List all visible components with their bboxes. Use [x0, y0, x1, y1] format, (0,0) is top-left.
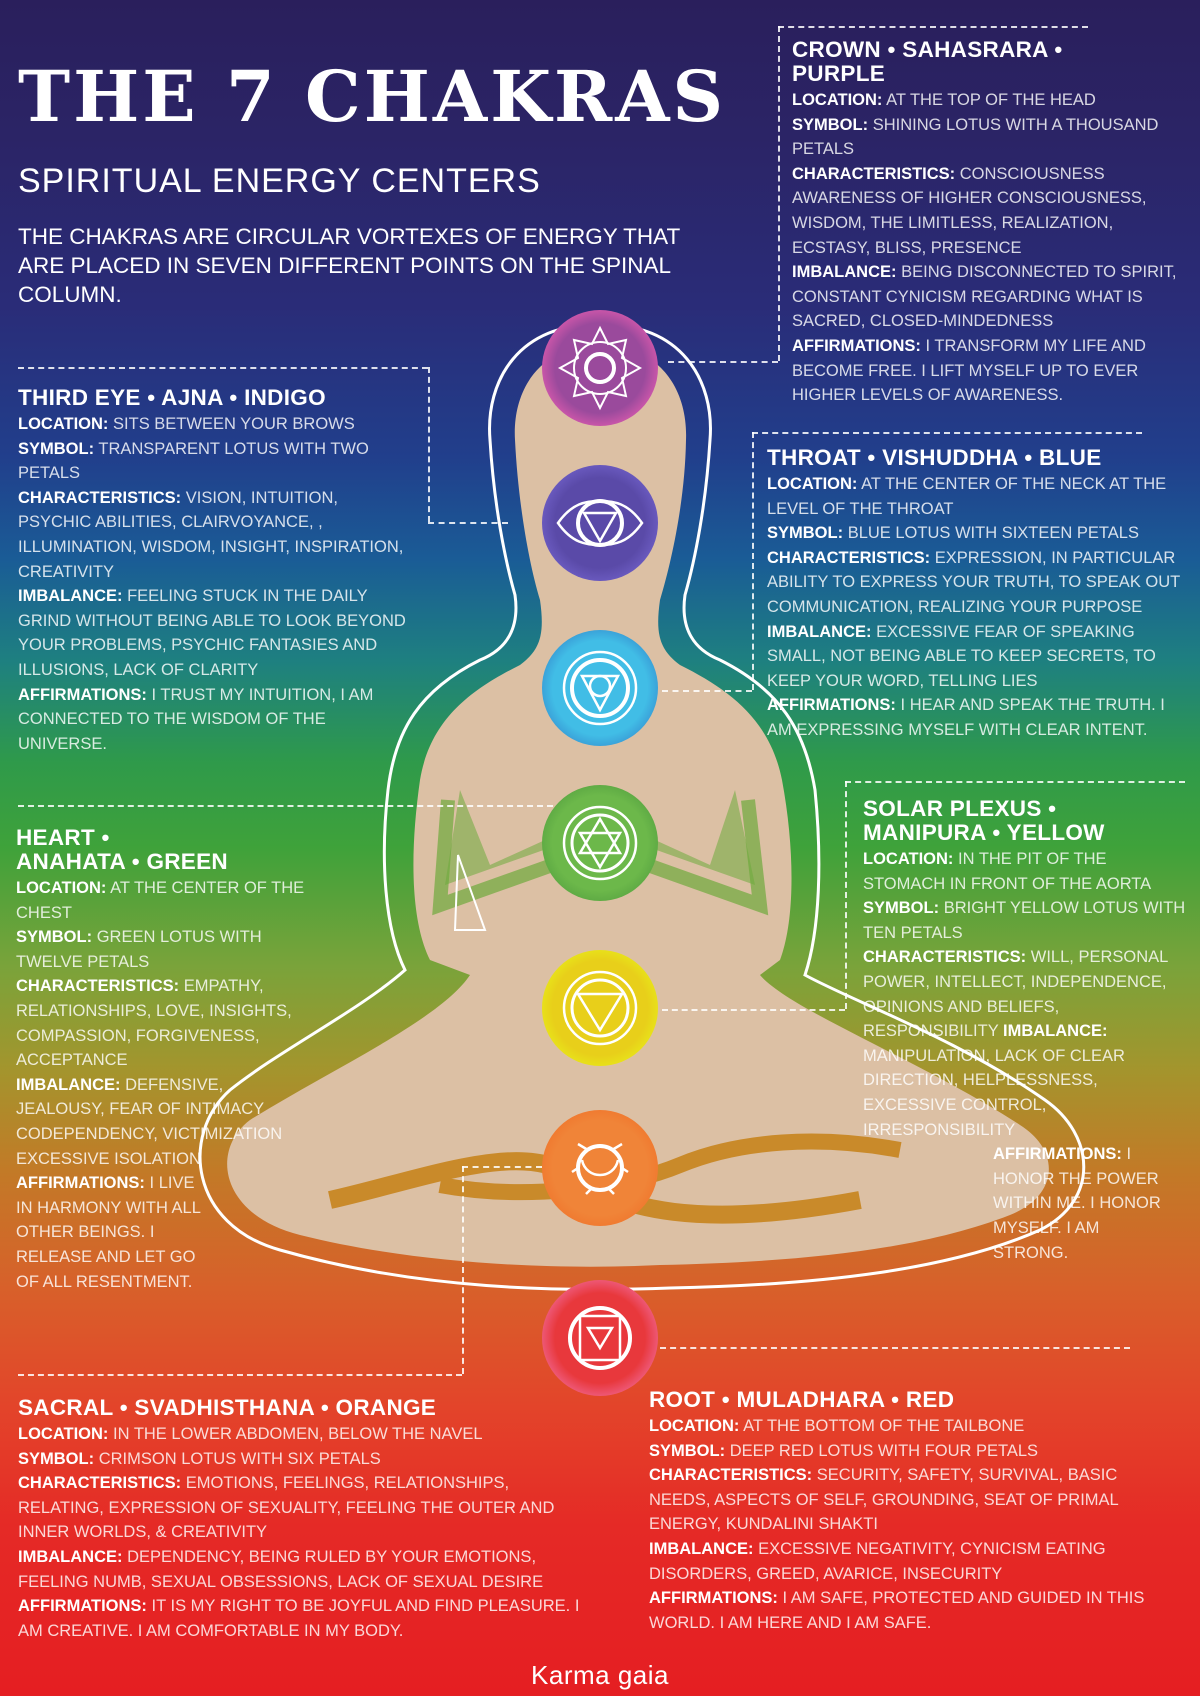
solar-plexus-affirmations: AFFIRMATIONS: I HONOR THE POWER WITHIN M…	[993, 1145, 1161, 1262]
heart-section: HEART •ANAHATA • GREEN LOCATION: AT THE …	[16, 826, 316, 1294]
crown-affirmations: AFFIRMATIONS: I TRANSFORM MY LIFE AND BE…	[792, 336, 1146, 405]
sacral-section: SACRAL • SVADHISTHANA • ORANGE LOCATION:…	[18, 1396, 588, 1643]
heart-symbol: SYMBOL: GREEN LOTUS WITH TWELVE PETALS	[16, 928, 262, 971]
third-eye-title: THIRD EYE • AJNA • INDIGO	[18, 385, 326, 410]
throat-connector	[752, 432, 1142, 434]
third-eye-characteristics: CHARACTERISTICS: VISION, INTUITION, PSYC…	[18, 488, 404, 581]
sacral-chakra-symbol[interactable]	[542, 1110, 658, 1226]
solar-plexus-characteristics: CHARACTERISTICS: WILL, PERSONAL POWER, I…	[863, 948, 1168, 1139]
third-eye-connector	[18, 367, 428, 369]
heart-imbalance: IMBALANCE: DEFENSIVE, JEALOUSY, FEAR OF …	[16, 1075, 283, 1168]
brand-logo: Karma gaia	[531, 1660, 669, 1690]
solar-plexus-title: SOLAR PLEXUS •MANIPURA • YELLOW	[863, 796, 1105, 845]
root-affirmations: AFFIRMATIONS: I AM SAFE, PROTECTED AND G…	[649, 1589, 1145, 1632]
ten-petal-lotus-icon	[562, 970, 638, 1046]
root-location: LOCATION: AT THE BOTTOM OF THE TAILBONE	[649, 1417, 1025, 1435]
crown-connector-h	[668, 361, 778, 363]
solar-plexus-section: SOLAR PLEXUS •MANIPURA • YELLOW LOCATION…	[863, 797, 1188, 1265]
sacral-affirmations: AFFIRMATIONS: IT IS MY RIGHT TO BE JOYFU…	[18, 1597, 580, 1640]
root-connector	[660, 1347, 1130, 1349]
crown-title: CROWN • SAHASRARA •PURPLE	[792, 37, 1063, 86]
twelve-petal-lotus-icon	[562, 805, 638, 881]
throat-section: THROAT • VISHUDDHA • BLUE LOCATION: AT T…	[767, 446, 1192, 743]
throat-imbalance: IMBALANCE: EXCESSIVE FEAR OF SPEAKING SM…	[767, 622, 1156, 690]
crown-location: LOCATION: AT THE TOP OF THE HEAD	[792, 91, 1096, 109]
crown-connector-vert	[778, 26, 780, 361]
third-eye-chakra-symbol[interactable]	[542, 465, 658, 581]
third-eye-location: LOCATION: SITS BETWEEN YOUR BROWS	[18, 415, 355, 433]
intro-text: THE CHAKRAS ARE CIRCULAR VORTEXES OF ENE…	[18, 224, 680, 307]
page-title: THE 7 CHAKRAS	[18, 55, 727, 138]
third-eye-connector-h	[428, 522, 508, 524]
sacral-location: LOCATION: IN THE LOWER ABDOMEN, BELOW TH…	[18, 1425, 483, 1443]
crown-imbalance: IMBALANCE: BEING DISCONNECTED TO SPIRIT,…	[792, 263, 1177, 331]
sacral-symbol: SYMBOL: CRIMSON LOTUS WITH SIX PETALS	[18, 1449, 381, 1468]
solar-connector	[845, 781, 1185, 783]
root-imbalance: IMBALANCE: EXCESSIVE NEGATIVITY, CYNICIS…	[649, 1539, 1106, 1583]
root-chakra-symbol[interactable]	[542, 1280, 658, 1396]
root-title: ROOT • MULADHARA • RED	[649, 1387, 955, 1412]
throat-connector-vert	[752, 432, 754, 690]
solar-plexus-chakra-symbol[interactable]	[542, 950, 658, 1066]
two-petal-lotus-icon	[556, 499, 644, 547]
four-petal-lotus-icon	[568, 1306, 632, 1370]
lotus-thousand-petals-icon	[557, 325, 643, 411]
crown-characteristics: CHARACTERISTICS: CONSCIOUSNESS AWARENESS…	[792, 164, 1147, 257]
throat-title: THROAT • VISHUDDHA • BLUE	[767, 445, 1102, 470]
throat-affirmations: AFFIRMATIONS: I HEAR AND SPEAK THE TRUTH…	[767, 696, 1165, 739]
third-eye-connector-vert	[428, 367, 430, 522]
sacral-imbalance: IMBALANCE: DEPENDENCY, BEING RULED BY YO…	[18, 1547, 544, 1591]
throat-connector-h	[662, 690, 752, 692]
throat-location: LOCATION: AT THE CENTER OF THE NECK AT T…	[767, 475, 1167, 518]
crown-chakra-symbol[interactable]	[542, 310, 658, 426]
six-petal-lotus-icon	[571, 1142, 629, 1195]
sacral-connector	[18, 1374, 462, 1376]
third-eye-symbol: SYMBOL: TRANSPARENT LOTUS WITH TWO PETAL…	[18, 439, 369, 483]
heart-chakra-symbol[interactable]	[542, 785, 658, 901]
heart-characteristics: CHARACTERISTICS: EMPATHY, RELATIONSHIPS,…	[16, 977, 292, 1070]
solar-plexus-symbol: SYMBOL: BRIGHT YELLOW LOTUS WITH TEN PET…	[863, 899, 1186, 942]
heart-location: LOCATION: AT THE CENTER OF THE CHEST	[16, 879, 305, 922]
sacral-characteristics: CHARACTERISTICS: EMOTIONS, FEELINGS, REL…	[18, 1474, 555, 1542]
throat-characteristics: CHARACTERISTICS: EXPRESSION, IN PARTICUL…	[767, 548, 1180, 616]
solar-connector-h	[662, 1009, 845, 1011]
heart-affirmations: AFFIRMATIONS: I LIVE IN HARMONY WITH ALL…	[16, 1174, 201, 1291]
third-eye-affirmations: AFFIRMATIONS: I TRUST MY INTUITION, I AM…	[18, 685, 374, 753]
sacral-title: SACRAL • SVADHISTHANA • ORANGE	[18, 1395, 437, 1420]
throat-chakra-symbol[interactable]	[542, 630, 658, 746]
solar-connector-vert	[845, 781, 847, 1009]
crown-section: CROWN • SAHASRARA •PURPLE LOCATION: AT T…	[792, 38, 1182, 408]
third-eye-imbalance: IMBALANCE: FEELING STUCK IN THE DAILY GR…	[18, 587, 406, 679]
sacral-connector-h	[462, 1166, 542, 1168]
crown-connector	[778, 26, 1088, 28]
crown-symbol: SYMBOL: SHINING LOTUS WITH A THOUSAND PE…	[792, 115, 1159, 159]
root-symbol: SYMBOL: DEEP RED LOTUS WITH FOUR PETALS	[649, 1441, 1039, 1460]
sixteen-petal-lotus-icon	[562, 650, 638, 726]
heart-title: HEART •ANAHATA • GREEN	[16, 825, 228, 874]
sacral-connector-vert	[462, 1166, 464, 1374]
root-section: ROOT • MULADHARA • RED LOCATION: AT THE …	[649, 1388, 1149, 1635]
root-characteristics: CHARACTERISTICS: SECURITY, SAFETY, SURVI…	[649, 1466, 1119, 1534]
heart-connector	[18, 805, 553, 807]
throat-symbol: SYMBOL: BLUE LOTUS WITH SIXTEEN PETALS	[767, 524, 1139, 543]
page-subtitle: SPIRITUAL ENERGY CENTERS	[18, 162, 541, 200]
third-eye-section: THIRD EYE • AJNA • INDIGO LOCATION: SITS…	[18, 386, 408, 756]
solar-plexus-location: LOCATION: IN THE PIT OF THE STOMACH IN F…	[863, 850, 1152, 893]
